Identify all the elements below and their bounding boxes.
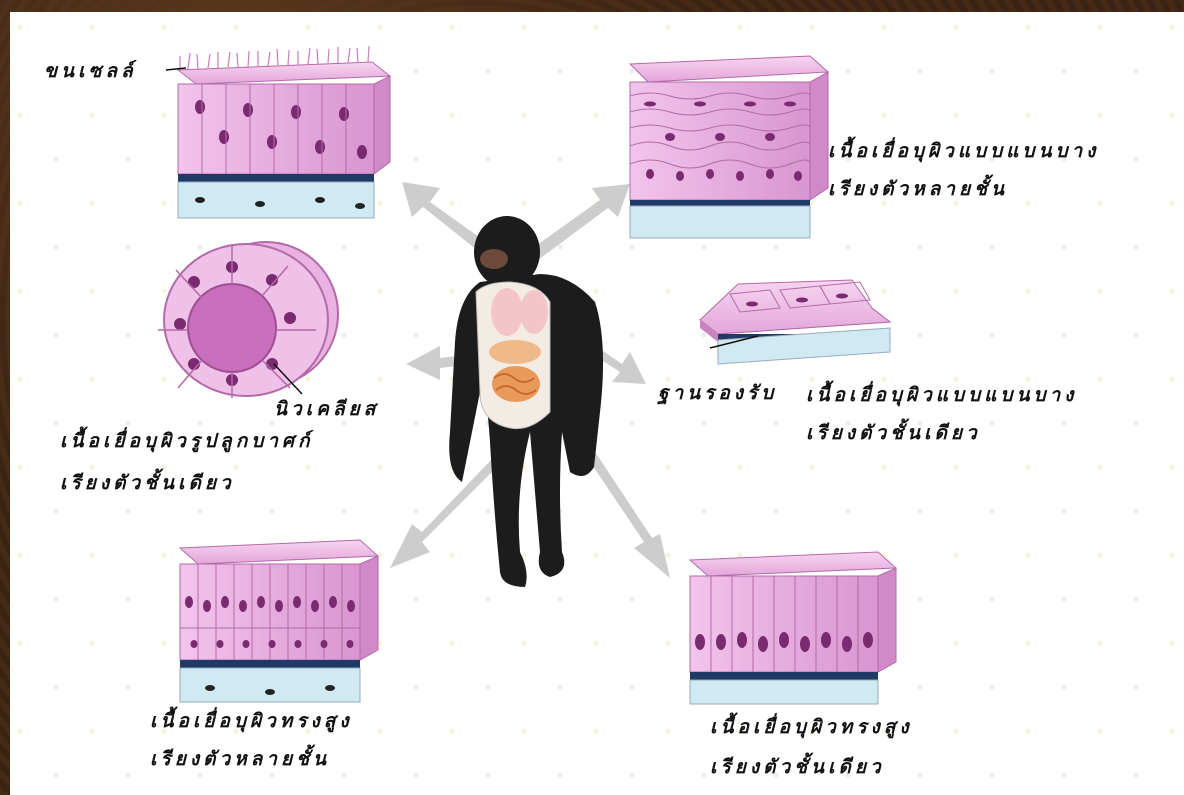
diagram-panel: ขนเซลล์ นิวเคลียส เนื้อเยื่อบุผิวรูปลูกบ…: [10, 12, 1184, 795]
simple-squamous-slab: [700, 280, 890, 364]
cuboidal-tube: [158, 242, 338, 398]
label-simple-squamous-line2: เรียงตัวชั้นเดียว: [806, 418, 981, 448]
label-nucleus: นิวเคลียส: [274, 394, 379, 424]
label-strat-columnar-line2: เรียงตัวหลายชั้น: [150, 744, 330, 774]
arrow-to-strat-squamous: [530, 184, 630, 260]
label-strat-columnar-line1: เนื้อเยื่อบุผิวทรงสูง: [150, 706, 353, 736]
ciliated-columnar-block: [166, 46, 390, 218]
label-strat-squamous-line2: เรียงตัวหลายชั้น: [828, 174, 1008, 204]
label-cilia: ขนเซลล์: [44, 56, 137, 86]
label-cuboidal-line2: เรียงตัวชั้นเดียว: [60, 468, 235, 498]
label-simple-columnar-line2: เรียงตัวชั้นเดียว: [710, 752, 885, 782]
stratified-squamous-block: [630, 56, 828, 238]
stratified-columnar-block: [180, 540, 378, 702]
label-simple-squamous-line1: เนื้อเยื่อบุผิวแบบแบนบาง: [806, 380, 1077, 410]
label-strat-squamous-line1: เนื้อเยื่อบุผิวแบบแบนบาง: [828, 136, 1099, 166]
chimpanzee-illustration: [449, 216, 603, 587]
simple-columnar-block: [690, 552, 896, 704]
label-simple-columnar-line1: เนื้อเยื่อบุผิวทรงสูง: [710, 712, 913, 742]
label-cuboidal-line1: เนื้อเยื่อบุผิวรูปลูกบาศก์: [60, 426, 314, 456]
label-basement: ฐานรองรับ: [658, 378, 777, 408]
